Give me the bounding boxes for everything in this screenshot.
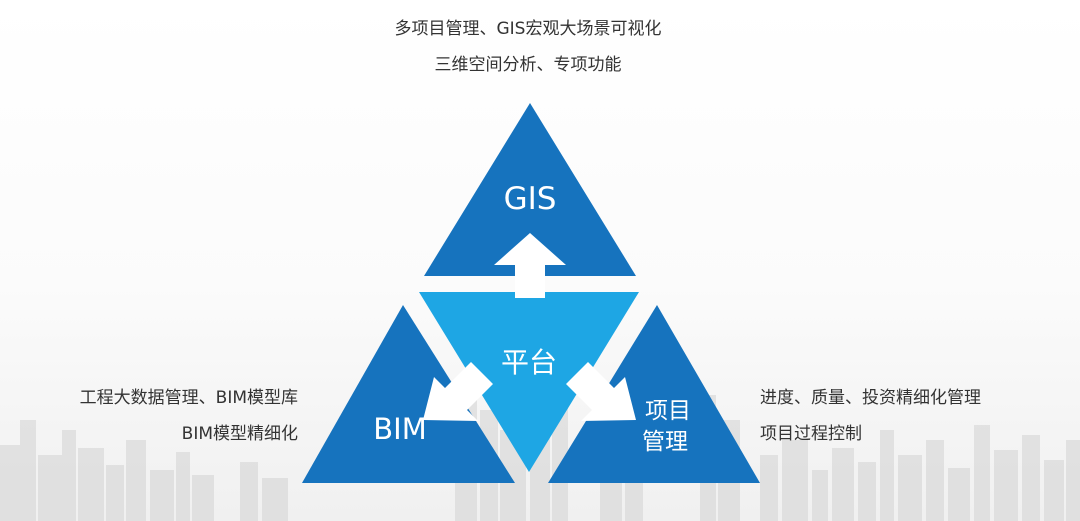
project-desc-line-1: 进度、质量、投资精细化管理: [760, 388, 981, 408]
gis-label: GIS: [504, 181, 557, 217]
platform-label: 平台: [501, 346, 557, 379]
project-label-line2: 管理: [642, 429, 688, 455]
gis-desc-line-1: 多项目管理、GIS宏观大场景可视化: [394, 19, 662, 39]
bim-description: 工程大数据管理、BIM模型库 BIM模型精细化: [80, 387, 298, 445]
arrow-down-right-to-project: [566, 362, 636, 421]
gis-desc-line-2: 三维空间分析、专项功能: [434, 55, 622, 75]
platform-center-triangle: [419, 292, 639, 472]
arrow-down-left-to-bim: [423, 362, 493, 421]
gis-triangle: [424, 103, 636, 276]
gis-description: 多项目管理、GIS宏观大场景可视化 三维空间分析、专项功能: [0, 18, 1056, 76]
project-description: 进度、质量、投资精细化管理 项目过程控制: [760, 387, 981, 445]
bim-desc-line-2: BIM模型精细化: [181, 424, 298, 444]
project-desc-line-2: 项目过程控制: [760, 424, 862, 444]
project-label-line1: 项目: [645, 398, 691, 424]
project-management-triangle: [548, 305, 760, 483]
bim-label: BIM: [373, 412, 426, 446]
bim-triangle: [302, 305, 515, 483]
arrow-up-to-gis: [494, 233, 566, 298]
bim-desc-line-1: 工程大数据管理、BIM模型库: [79, 388, 298, 408]
